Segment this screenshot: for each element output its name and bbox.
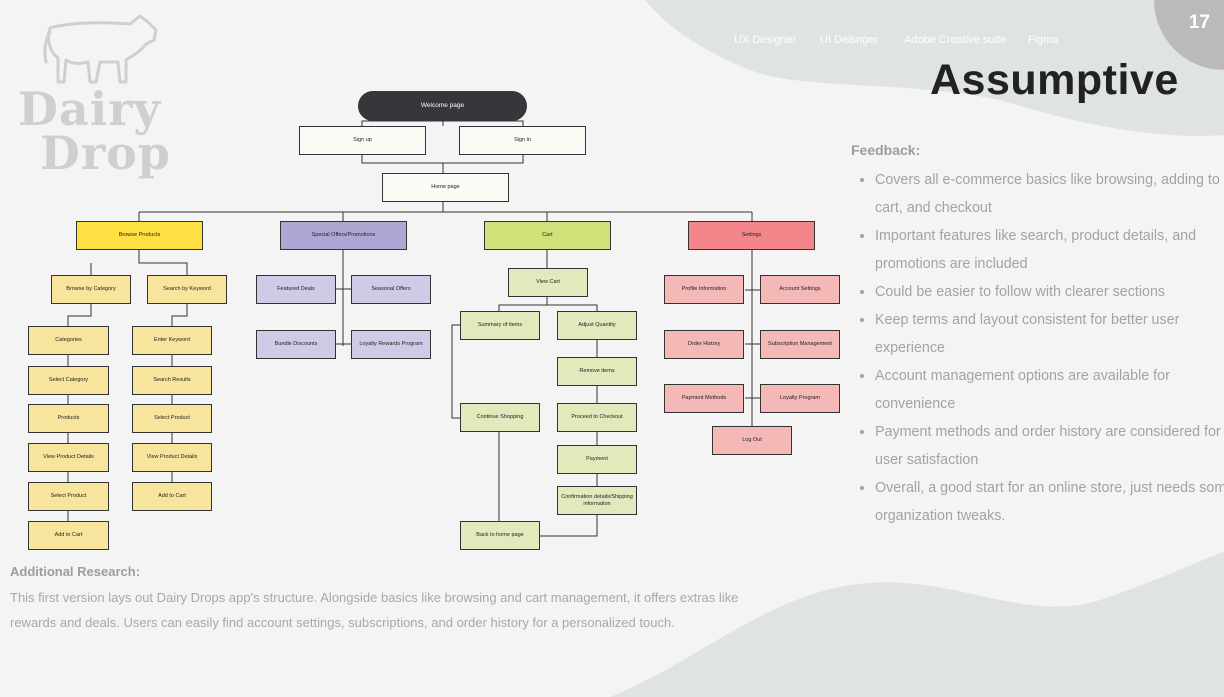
- node-select-category[interactable]: Select Category: [28, 366, 109, 395]
- bottom-right-blob: [610, 552, 1224, 697]
- node-add-to-cart-category[interactable]: Add to Cart: [28, 521, 109, 550]
- feedback-item: Keep terms and layout consistent for bet…: [875, 306, 1224, 362]
- node-summary-of-items[interactable]: Summary of items: [460, 311, 540, 340]
- node-categories[interactable]: Categories: [28, 326, 109, 355]
- node-featured-deals[interactable]: Featured Deals: [256, 275, 336, 304]
- node-view-product-details-keyword[interactable]: View Product Details: [132, 443, 212, 472]
- node-products[interactable]: Products: [28, 404, 109, 433]
- node-special-offers[interactable]: Special Offers/Promotions: [280, 221, 407, 250]
- node-log-out[interactable]: Log Out: [712, 426, 792, 455]
- node-cart[interactable]: Cart: [484, 221, 611, 250]
- nav-ux-designer[interactable]: UX Designer: [734, 34, 797, 46]
- node-subscription-management[interactable]: Subscription Management: [760, 330, 840, 359]
- node-loyalty-program[interactable]: Loyalty Program: [760, 384, 840, 413]
- node-seasonal-offers[interactable]: Seasonal Offers: [351, 275, 431, 304]
- nav-ui-designer[interactable]: UI Deisnger: [820, 34, 879, 46]
- node-sign-up[interactable]: Sign up: [299, 126, 426, 155]
- node-order-history[interactable]: Order History: [664, 330, 744, 359]
- node-search-results[interactable]: Search Results: [132, 366, 212, 395]
- node-enter-keyword[interactable]: Enter Keyword: [132, 326, 212, 355]
- feedback-item: Overall, a good start for an online stor…: [875, 474, 1224, 530]
- node-home-page[interactable]: Home page: [382, 173, 509, 202]
- page-badge: [1154, 0, 1224, 70]
- node-browse-by-category[interactable]: Browse by Category: [51, 275, 131, 304]
- node-loyalty-rewards-program[interactable]: Loyalty Rewards Program: [351, 330, 431, 359]
- cow-icon: [43, 14, 158, 84]
- feedback-item: Account management options are available…: [875, 362, 1224, 418]
- node-search-by-keyword[interactable]: Search by Keyword: [147, 275, 227, 304]
- node-settings[interactable]: Settings: [688, 221, 815, 250]
- feedback-heading: Feedback:: [851, 142, 921, 158]
- research-heading: Additional Research:: [10, 564, 141, 579]
- node-view-cart[interactable]: View Cart: [508, 268, 588, 297]
- feedback-item: Important features like search, product …: [875, 222, 1224, 278]
- feedback-item: Payment methods and order history are co…: [875, 418, 1224, 474]
- node-back-to-home-page[interactable]: Back to home page: [460, 521, 540, 550]
- node-welcome-page[interactable]: Welcome page: [358, 91, 527, 121]
- feedback-item: Covers all e-commerce basics like browsi…: [875, 166, 1224, 222]
- node-sign-in[interactable]: Sign in: [459, 126, 586, 155]
- node-add-to-cart-keyword[interactable]: Add to Cart: [132, 482, 212, 511]
- page-title: Assumptive: [930, 56, 1179, 104]
- node-select-product-keyword[interactable]: Select Product: [132, 404, 212, 433]
- node-adjust-quantity[interactable]: Adjust Quantity: [557, 311, 637, 340]
- node-proceed-to-checkout[interactable]: Proceed to Checkout: [557, 403, 637, 432]
- nav-figma[interactable]: Figma: [1028, 34, 1059, 46]
- logo-line-1: Dairy: [18, 82, 162, 136]
- top-right-blob: [645, 0, 1224, 136]
- node-continue-shopping[interactable]: Continue Shopping: [460, 403, 540, 432]
- feedback-item: Could be easier to follow with clearer s…: [875, 278, 1224, 306]
- research-body: This first version lays out Dairy Drops …: [10, 590, 739, 630]
- logo-line-2: Drop: [40, 126, 171, 180]
- page-number: 17: [1188, 12, 1210, 33]
- feedback-list: Covers all e-commerce basics like browsi…: [851, 166, 1224, 530]
- node-profile-information[interactable]: Profile Information: [664, 275, 744, 304]
- node-confirmation-details[interactable]: Confirmation details/Shipping informatio…: [557, 486, 637, 515]
- node-browse-products[interactable]: Browse Products: [76, 221, 203, 250]
- node-view-product-details-category[interactable]: View Product Details: [28, 443, 109, 472]
- node-account-settings[interactable]: Account Settings: [760, 275, 840, 304]
- node-bundle-discounts[interactable]: Bundle Discounts: [256, 330, 336, 359]
- node-payment-methods[interactable]: Payment Methods: [664, 384, 744, 413]
- node-select-product-category[interactable]: Select Product: [28, 482, 109, 511]
- node-payment[interactable]: Payment: [557, 445, 637, 474]
- nav-adobe-creative-suite[interactable]: Adobe Creative suite: [904, 34, 1007, 46]
- node-remove-items[interactable]: Remove items: [557, 357, 637, 386]
